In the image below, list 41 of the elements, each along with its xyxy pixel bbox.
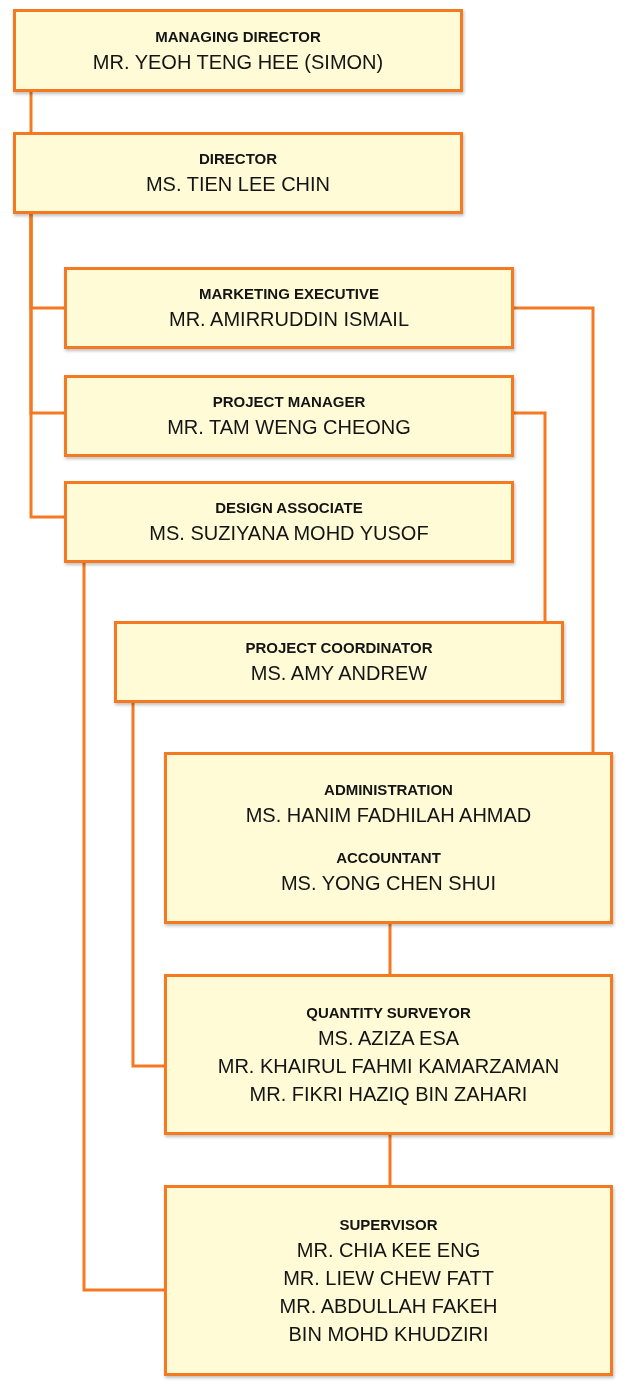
job-title: MANAGING DIRECTOR bbox=[155, 26, 321, 47]
connector-line bbox=[388, 924, 392, 974]
position-box bbox=[164, 752, 613, 924]
connector-line bbox=[514, 306, 595, 752]
connector-line bbox=[131, 703, 164, 1068]
connector-line bbox=[388, 1135, 392, 1185]
person-name: MR. KHAIRUL FAHMI KAMARZAMAN bbox=[217, 1053, 560, 1079]
person-name: MS. AMY ANDREW bbox=[250, 661, 428, 686]
position-box bbox=[13, 132, 463, 214]
job-title: ADMINISTRATION bbox=[324, 780, 453, 800]
job-title: ACCOUNTANT bbox=[336, 848, 441, 868]
position-box bbox=[164, 974, 613, 1135]
person-name: MR. LIEW CHEW FATT bbox=[283, 1265, 494, 1291]
person-name: MR. CHIA KEE ENG bbox=[296, 1237, 481, 1263]
person-name: MS. AZIZA ESA bbox=[317, 1025, 460, 1051]
job-title: PROJECT MANAGER bbox=[212, 392, 366, 412]
person-name: MR. YEOH TENG HEE (SIMON) bbox=[92, 49, 384, 75]
position-box bbox=[64, 375, 514, 457]
person-name: MS. TIEN LEE CHIN bbox=[145, 172, 331, 197]
person-name: MS. YONG CHEN SHUI bbox=[280, 871, 497, 896]
person-name: MR. ABDULLAH FAKEH BIN MOHD KHUDZIRI bbox=[278, 1293, 499, 1347]
job-title: PROJECT COORDINATOR bbox=[245, 638, 433, 658]
job-title: SUPERVISOR bbox=[339, 1214, 438, 1235]
job-title: DIRECTOR bbox=[198, 149, 278, 169]
person-name: MR. FIKRI HAZIQ BIN ZAHARI bbox=[249, 1081, 528, 1107]
person-name: MR. TAM WENG CHEONG bbox=[167, 415, 411, 440]
connector-line bbox=[82, 563, 164, 1292]
connector-line bbox=[29, 92, 33, 132]
connector-line bbox=[29, 214, 64, 519]
job-title: DESIGN ASSOCIATE bbox=[215, 498, 363, 518]
position-box bbox=[114, 621, 564, 703]
position-box bbox=[64, 481, 514, 563]
position-box bbox=[13, 9, 463, 92]
position-box bbox=[64, 267, 514, 349]
person-name: MS. HANIM FADHILAH AHMAD bbox=[245, 803, 532, 828]
position-box bbox=[164, 1185, 613, 1376]
person-name: MR. AMIRRUDDIN ISMAIL bbox=[169, 307, 409, 332]
job-title: QUANTITY SURVEYOR bbox=[306, 1002, 471, 1023]
connector-line bbox=[514, 411, 547, 621]
job-title: MARKETING EXECUTIVE bbox=[199, 284, 379, 304]
person-name: MS. SUZIYANA MOHD YUSOF bbox=[149, 521, 429, 546]
